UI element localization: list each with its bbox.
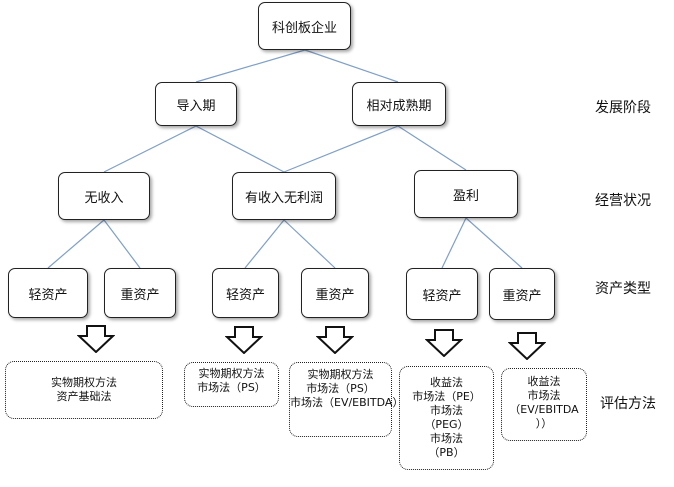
op-norevenue-node: 无收入 xyxy=(58,172,150,220)
method-line: （EV/EBITDA xyxy=(509,403,579,416)
down-arrow-icon xyxy=(316,326,354,354)
method-box-4: 收益法 市场法（PE） 市场法 （PEG） 市场法 （PB） xyxy=(399,366,494,470)
edge-intro-norevenue xyxy=(103,125,197,173)
method-line: 市场法（PE） xyxy=(412,390,481,403)
asset-light-node-2: 轻资产 xyxy=(212,268,279,318)
edge-intro-revnoprofit xyxy=(195,125,285,173)
level-label-operation: 经营状况 xyxy=(595,193,651,209)
edge-norevenue-heavy xyxy=(103,219,141,269)
edge-mature-revnoprofit xyxy=(283,125,399,173)
op-revnoprofit-node: 有收入无利润 xyxy=(232,172,336,220)
method-line: 实物期权方法 xyxy=(307,368,374,381)
edge-revnoprofit-heavy xyxy=(283,219,336,269)
op-profit-node: 盈利 xyxy=(414,170,518,218)
down-arrow-icon xyxy=(77,325,115,353)
asset-light-node-3: 轻资产 xyxy=(406,268,478,320)
method-line: 市场法（PS） xyxy=(306,382,375,395)
edge-root-intro xyxy=(195,49,306,83)
asset-heavy-node-1: 重资产 xyxy=(104,268,176,318)
down-arrow-icon xyxy=(225,326,263,354)
method-line: 市场法 xyxy=(527,389,561,402)
method-line: （PEG） xyxy=(424,418,469,431)
method-line: 市场法 xyxy=(430,432,463,445)
edge-root-mature xyxy=(304,49,399,83)
asset-light-node-1: 轻资产 xyxy=(8,268,88,318)
down-arrow-icon xyxy=(425,329,463,357)
method-box-2: 实物期权方法 市场法（PS） xyxy=(184,362,279,407)
down-arrow-icon xyxy=(508,332,546,360)
method-line: 实物期权方法 xyxy=(51,376,117,389)
growth-mature-node: 相对成熟期 xyxy=(352,82,446,126)
asset-heavy-node-2: 重资产 xyxy=(301,268,369,318)
method-line: （PB） xyxy=(428,446,465,459)
edge-profit-heavy xyxy=(465,217,523,269)
method-line: 收益法 xyxy=(430,376,463,389)
root-node: 科创板企业 xyxy=(258,2,351,50)
growth-intro-node: 导入期 xyxy=(155,82,237,126)
method-box-5: 收益法 市场法 （EV/EBITDA ）） xyxy=(501,368,587,441)
method-line: 实物期权方法 xyxy=(198,367,265,380)
method-line: 收益法 xyxy=(527,375,561,388)
edge-profit-light xyxy=(441,217,467,269)
method-line: ）） xyxy=(535,417,553,430)
edge-mature-profit xyxy=(397,125,467,171)
method-line: 资产基础法 xyxy=(56,390,112,403)
method-box-1: 实物期权方法 资产基础法 xyxy=(5,361,163,419)
method-line: 市场法（PS） xyxy=(197,381,266,394)
asset-heavy-node-3: 重资产 xyxy=(489,268,555,320)
level-label-method: 评估方法 xyxy=(600,396,656,412)
method-box-3: 实物期权方法 市场法（PS） 市场法（EV/EBITDA） xyxy=(289,362,404,437)
method-line: 市场法（EV/EBITDA） xyxy=(290,396,404,409)
level-label-growth: 发展阶段 xyxy=(595,100,651,116)
edge-revnoprofit-light xyxy=(244,219,285,269)
edge-norevenue-light xyxy=(47,219,105,269)
method-line: 市场法 xyxy=(430,404,463,417)
level-label-asset: 资产类型 xyxy=(595,281,651,297)
